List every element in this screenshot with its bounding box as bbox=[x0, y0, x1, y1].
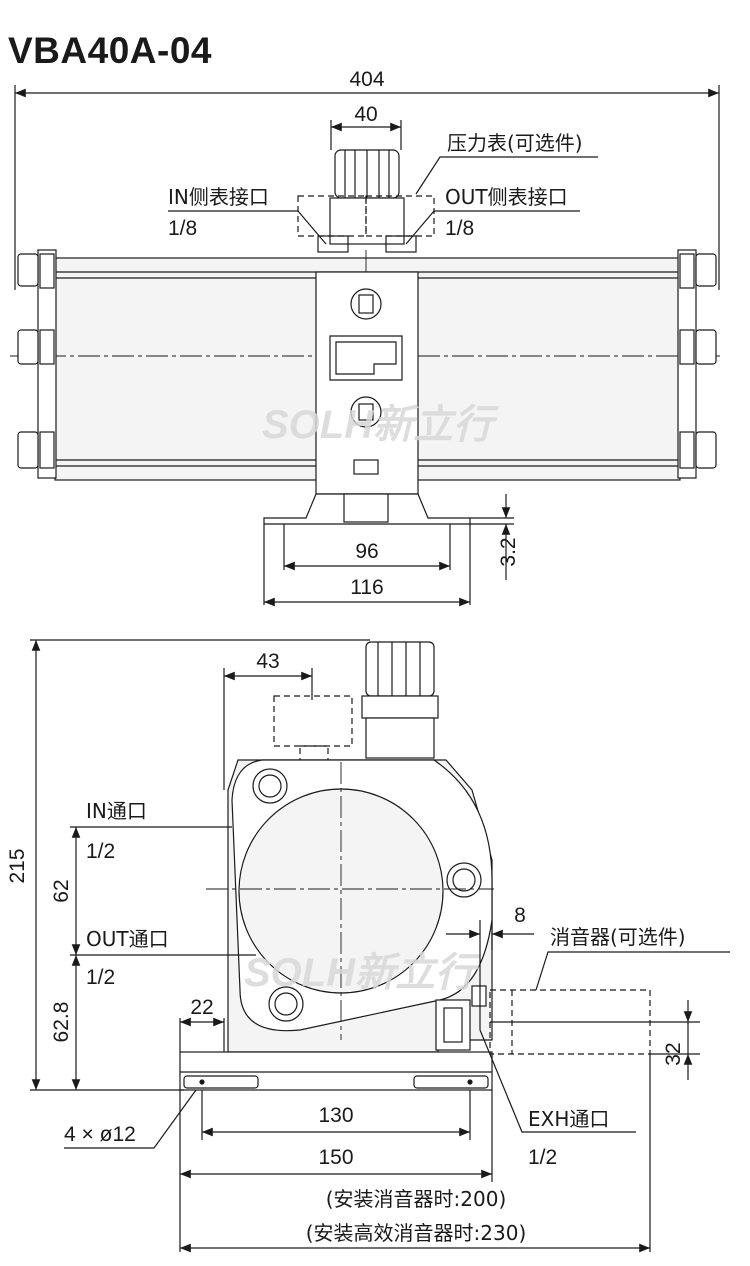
mount-holes-label: 4 × ø12 bbox=[64, 1123, 136, 1146]
exh-port-size: 1/2 bbox=[528, 1146, 557, 1169]
watermark-side: SOLH新立行 bbox=[244, 951, 481, 995]
dim-exh-gap: 8 bbox=[514, 904, 526, 927]
watermark-top: SOLH新立行 bbox=[262, 403, 499, 447]
dim-out-height: 62.8 bbox=[50, 1002, 73, 1043]
gauge-label: 压力表(可选件) bbox=[447, 131, 583, 155]
out-gauge-port-label: OUT侧表接口 bbox=[445, 185, 568, 209]
dim-silencer-height: 32 bbox=[662, 1042, 685, 1065]
note-silencer: (安装消音器时:200) bbox=[326, 1187, 507, 1211]
dim-gauge-width: 40 bbox=[354, 103, 377, 126]
dim-foot-outer: 116 bbox=[350, 576, 383, 599]
side-view: 215 43 bbox=[6, 639, 730, 1253]
silencer-label: 消音器(可选件) bbox=[550, 925, 686, 949]
out-port-label: OUT通口 bbox=[86, 927, 169, 951]
dim-gauge-offset: 43 bbox=[256, 650, 279, 673]
dim-hole-pitch: 130 bbox=[318, 1104, 353, 1127]
dim-foot-thickness: 3.2 bbox=[497, 537, 520, 566]
in-port-size: 1/2 bbox=[86, 840, 115, 863]
dim-mount-offset: 22 bbox=[190, 996, 213, 1019]
out-gauge-port-size: 1/8 bbox=[445, 217, 474, 240]
note-hi-silencer: (安装高效消音器时:230) bbox=[306, 1221, 527, 1245]
model-title: VBA40A-04 bbox=[8, 30, 212, 71]
dim-in-to-out: 62 bbox=[50, 879, 73, 902]
dim-total-width: 404 bbox=[349, 68, 384, 91]
dim-foot-inner: 96 bbox=[355, 540, 378, 563]
in-gauge-port-size: 1/8 bbox=[168, 217, 197, 240]
out-port-size: 1/2 bbox=[86, 966, 115, 989]
in-gauge-port-label: IN侧表接口 bbox=[168, 185, 269, 209]
top-view: 404 40 压力表(可选件) IN侧表接口 1/8 OUT侧表接口 1/8 bbox=[10, 68, 724, 607]
exh-port-label: EXH通口 bbox=[528, 1107, 609, 1131]
dim-base-width: 150 bbox=[318, 1146, 353, 1169]
dim-height: 215 bbox=[6, 848, 29, 883]
in-port-label: IN通口 bbox=[86, 799, 147, 823]
